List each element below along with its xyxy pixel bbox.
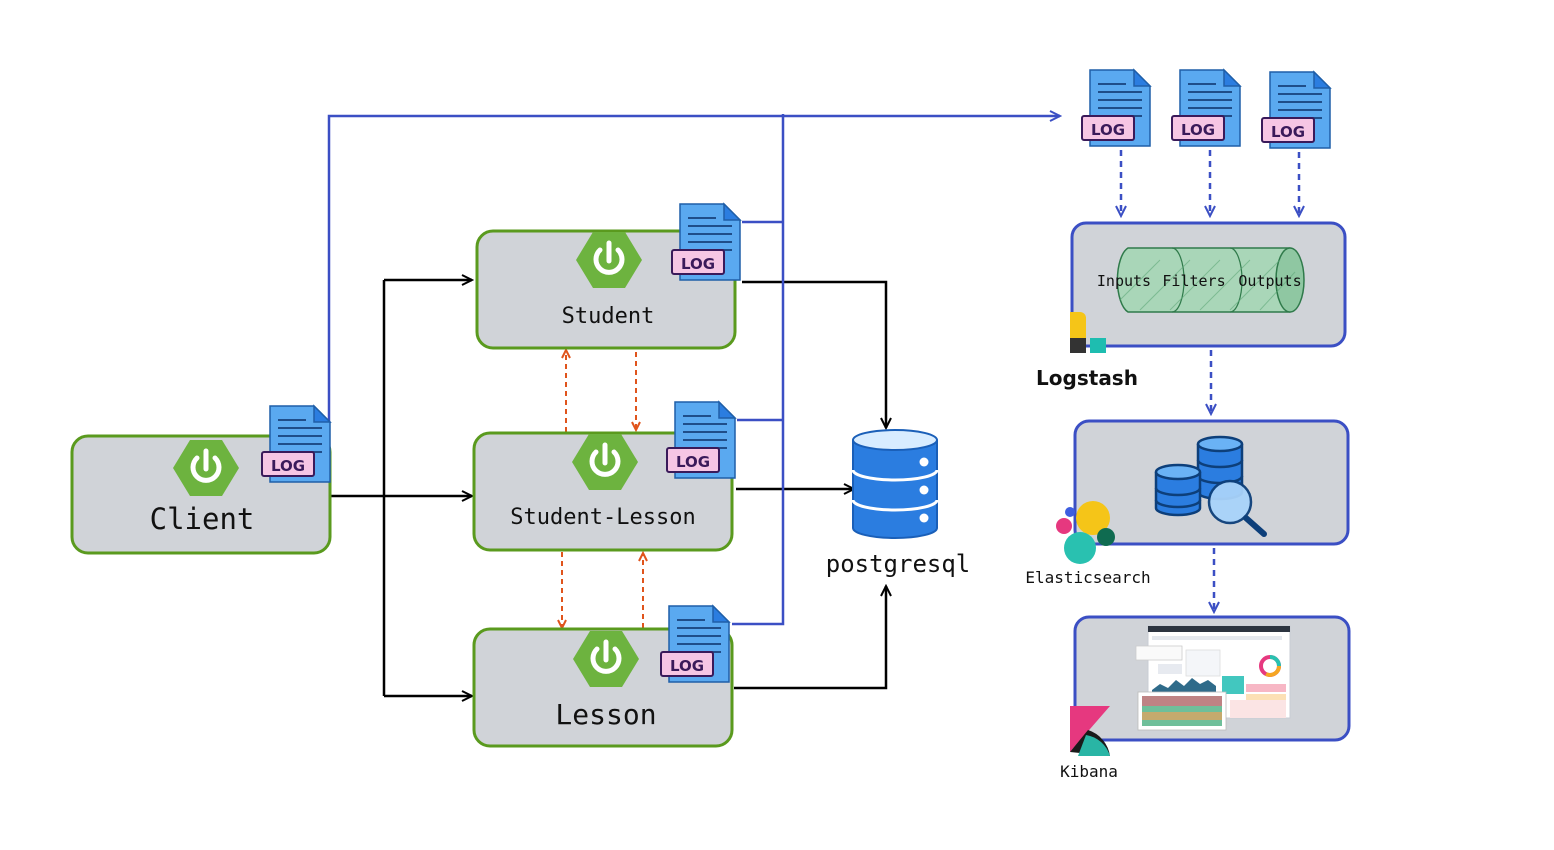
student-to-db-arrow bbox=[742, 280, 886, 428]
client-requests bbox=[330, 280, 472, 696]
log-file-icon: LOG bbox=[1171, 69, 1241, 147]
svg-text:LOG: LOG bbox=[1271, 123, 1305, 141]
student-label: Student bbox=[562, 304, 655, 329]
svg-text:LOG: LOG bbox=[271, 457, 305, 475]
student-lesson-label: Student-Lesson bbox=[510, 505, 695, 530]
svg-text:LOG: LOG bbox=[1181, 121, 1215, 139]
student-lesson-service: Student-Lesson LOG bbox=[472, 401, 736, 552]
svg-text:LOG: LOG bbox=[681, 255, 715, 273]
elasticsearch-label: Elasticsearch bbox=[1025, 568, 1150, 587]
elasticsearch-logo-icon bbox=[1056, 501, 1115, 564]
dashboard-icon bbox=[1135, 625, 1291, 731]
log-ingest-arrows bbox=[1121, 150, 1299, 612]
kibana-label: Kibana bbox=[1060, 762, 1118, 781]
shipped-logs: LOG LOG LOG bbox=[1081, 69, 1331, 149]
postgresql-database: postgresql bbox=[826, 429, 971, 578]
database-search-icon bbox=[1154, 435, 1267, 537]
stage-filters: Filters bbox=[1162, 272, 1225, 290]
stage-inputs: Inputs bbox=[1097, 272, 1151, 290]
log-file-icon: LOG bbox=[261, 405, 331, 483]
database-icon bbox=[851, 429, 939, 539]
svg-text:LOG: LOG bbox=[676, 453, 710, 471]
service-calls bbox=[562, 350, 643, 628]
kibana-logo-icon bbox=[1070, 706, 1110, 756]
svg-text:LOG: LOG bbox=[1091, 121, 1125, 139]
log-file-icon: LOG bbox=[1261, 71, 1331, 149]
client-service: Client LOG bbox=[70, 405, 332, 555]
logstash-box: Inputs Filters Outputs Logstash bbox=[1036, 221, 1347, 390]
lesson-label: Lesson bbox=[555, 698, 656, 731]
db-connections bbox=[734, 280, 886, 690]
client-label: Client bbox=[150, 502, 255, 536]
stage-outputs: Outputs bbox=[1238, 272, 1301, 290]
logstash-logo-icon bbox=[1070, 312, 1106, 353]
log-file-icon: LOG bbox=[671, 203, 741, 281]
student-service: Student LOG bbox=[475, 203, 741, 350]
svg-text:LOG: LOG bbox=[670, 657, 704, 675]
lesson-to-db-arrow bbox=[734, 586, 886, 690]
log-file-icon: LOG bbox=[1081, 69, 1151, 147]
lesson-service: Lesson LOG bbox=[472, 605, 734, 748]
pipeline-icon bbox=[1116, 247, 1305, 313]
log-file-icon: LOG bbox=[660, 605, 730, 683]
elasticsearch-box: Elasticsearch bbox=[1025, 419, 1350, 587]
logstash-label: Logstash bbox=[1036, 366, 1138, 390]
kibana-box: Kibana bbox=[1060, 615, 1351, 781]
postgresql-label: postgresql bbox=[826, 550, 971, 578]
log-file-icon: LOG bbox=[666, 401, 736, 479]
